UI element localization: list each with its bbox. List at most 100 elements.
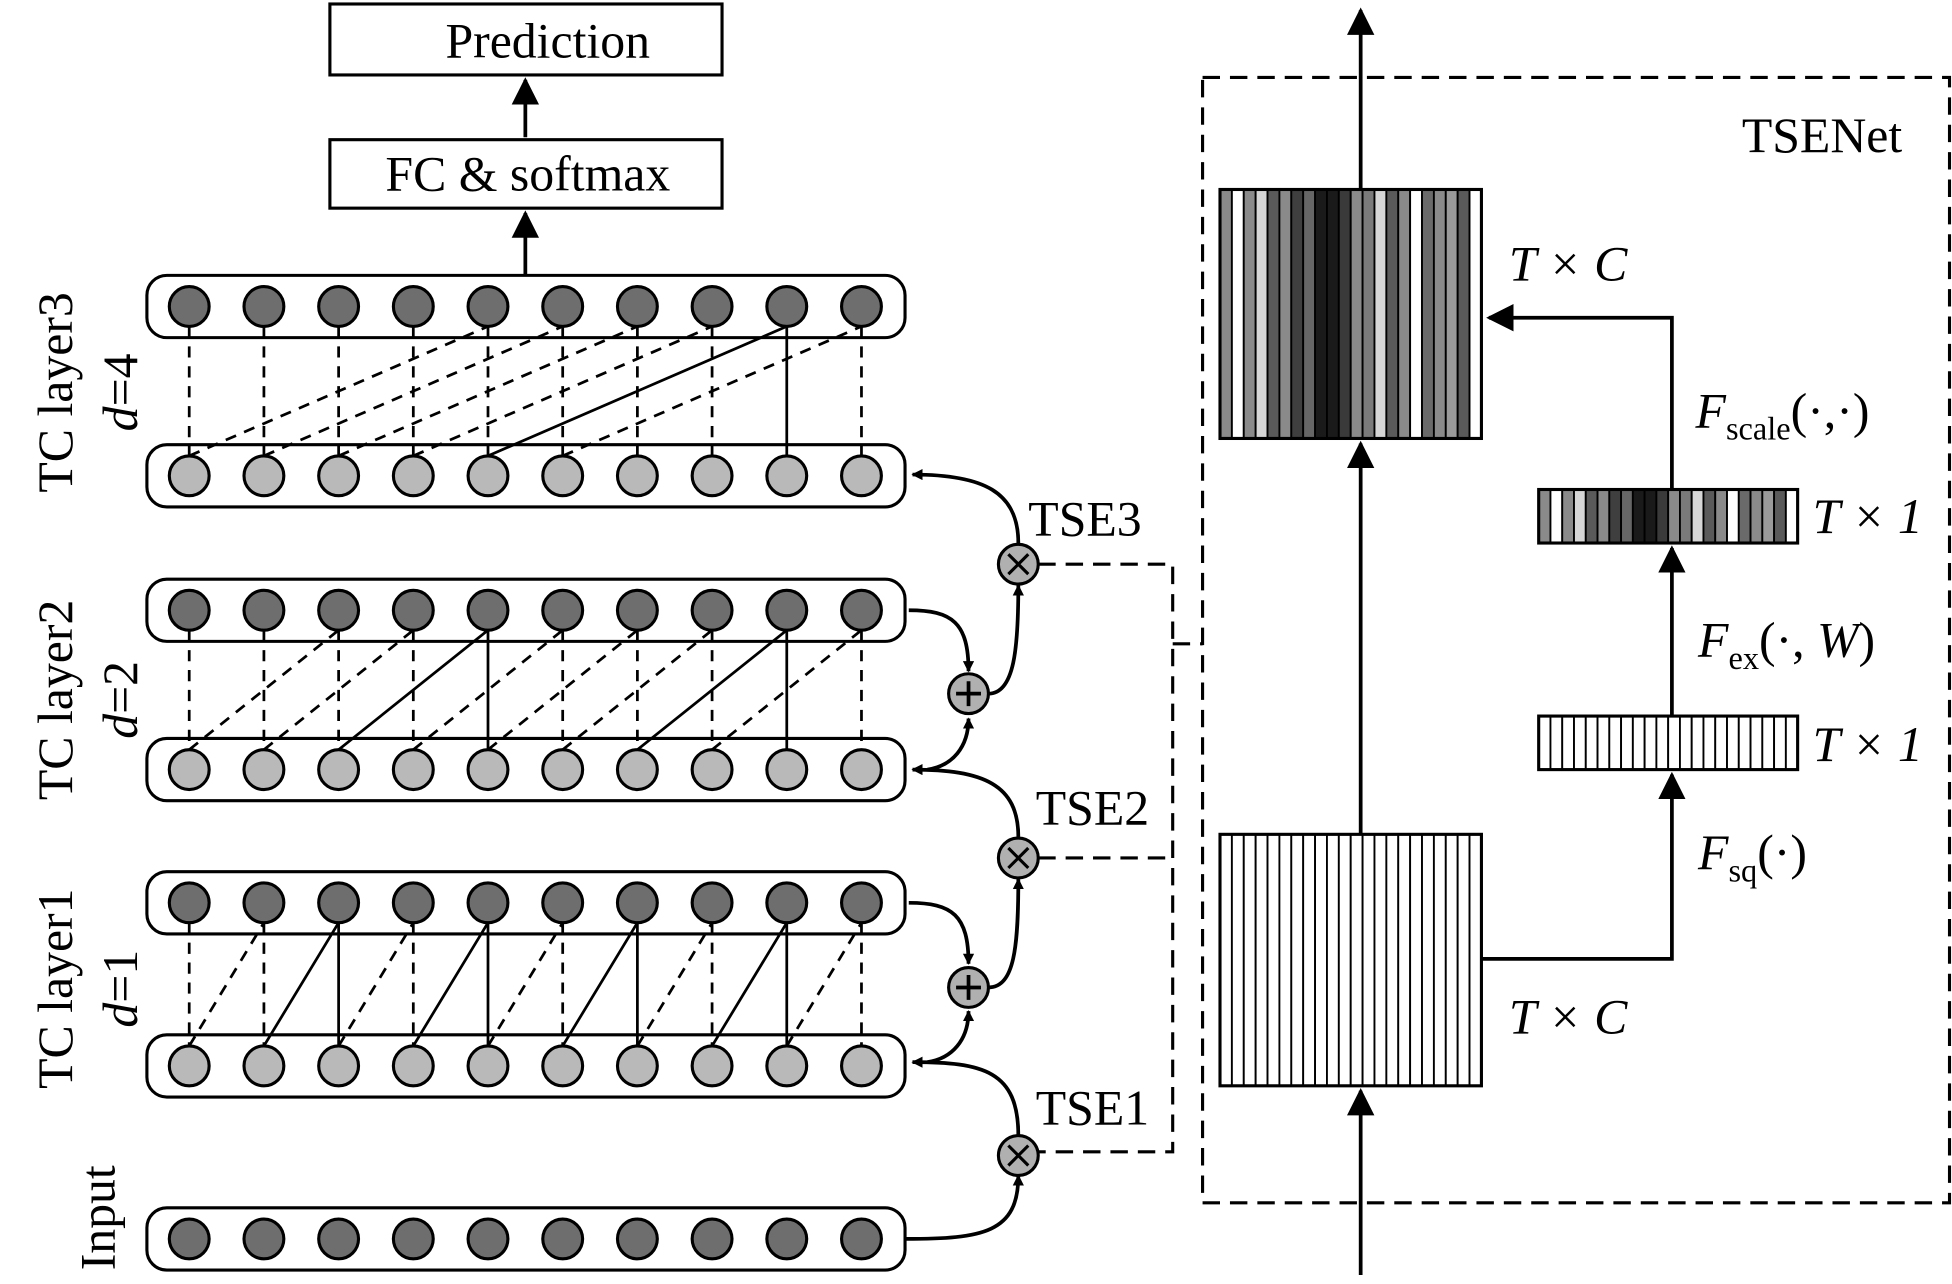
multiply-icon xyxy=(996,1134,1040,1177)
node xyxy=(242,881,286,925)
node xyxy=(317,881,361,925)
multiply-icon xyxy=(996,836,1040,880)
stripe xyxy=(1397,188,1412,440)
stripe xyxy=(1608,488,1623,544)
node xyxy=(167,1044,211,1088)
tse2-to-layer2-arrow xyxy=(911,764,1021,837)
stripe xyxy=(1421,188,1435,440)
stripe xyxy=(1726,715,1740,771)
stripe xyxy=(1385,188,1400,440)
node xyxy=(690,454,734,498)
node xyxy=(317,285,361,328)
node xyxy=(466,748,510,792)
tc-layer1-dilation: d=1 xyxy=(93,950,148,1028)
tse1-label: TSE1 xyxy=(1036,1080,1149,1135)
node xyxy=(242,285,286,328)
node xyxy=(391,1044,435,1088)
node xyxy=(839,285,883,328)
dilated-connections xyxy=(187,325,863,1047)
node xyxy=(466,881,510,925)
stripe xyxy=(1337,833,1352,1087)
add2-to-tse3-arrow xyxy=(988,584,1024,696)
stripe xyxy=(1726,488,1740,544)
output-dims-label: T × C xyxy=(1509,236,1628,291)
multiply-icon xyxy=(996,542,1040,586)
tse-operations xyxy=(905,468,1024,1241)
layer1-output-row xyxy=(145,870,907,936)
stripe xyxy=(1784,488,1799,544)
tc-layer3-label: TC layer3 xyxy=(28,292,83,492)
tc-layer2-dilation: d=2 xyxy=(93,661,148,739)
node xyxy=(167,748,211,792)
node xyxy=(391,454,435,498)
node xyxy=(690,588,734,632)
node xyxy=(541,1217,585,1261)
stripe xyxy=(1690,488,1705,544)
layer3-connections xyxy=(187,325,863,458)
stripe xyxy=(1773,488,1787,544)
stripe xyxy=(1349,188,1364,440)
stripe xyxy=(1290,188,1305,440)
stripe xyxy=(1468,833,1483,1087)
node xyxy=(541,881,585,925)
node xyxy=(242,748,286,792)
layer2-connections xyxy=(187,629,863,751)
residual2-arrow xyxy=(927,717,975,772)
node xyxy=(765,748,809,792)
node xyxy=(242,588,286,632)
stripe xyxy=(1314,833,1328,1087)
stripe xyxy=(1784,715,1799,771)
scale-path xyxy=(1486,304,1674,490)
input-row xyxy=(145,1206,907,1272)
add1-to-tse2-arrow xyxy=(988,878,1024,990)
node xyxy=(317,1217,361,1261)
node xyxy=(317,588,361,632)
tse3-label: TSE3 xyxy=(1028,492,1141,547)
layer2-to-add2-arrow xyxy=(908,608,975,673)
node xyxy=(541,285,585,328)
stripe xyxy=(1678,715,1693,771)
node xyxy=(541,454,585,498)
stripe xyxy=(1314,188,1328,440)
node xyxy=(690,1217,734,1261)
stripe xyxy=(1254,188,1269,440)
excited-vector xyxy=(1537,488,1799,544)
stripe xyxy=(1444,188,1459,440)
fc-softmax-box xyxy=(328,138,724,210)
node xyxy=(317,748,361,792)
stripe xyxy=(1242,833,1257,1087)
stripe xyxy=(1749,715,1764,771)
stripe xyxy=(1444,833,1459,1087)
node xyxy=(167,881,211,925)
stripe xyxy=(1266,188,1281,440)
stripe xyxy=(1761,488,1776,544)
stripe xyxy=(1537,715,1552,771)
stripe xyxy=(1631,488,1646,544)
layer1-connections xyxy=(187,922,863,1047)
squeezed-vector xyxy=(1537,715,1799,771)
fc-softmax-label: FC & softmax xyxy=(385,147,670,202)
stripe xyxy=(1737,488,1752,544)
stripe xyxy=(1373,833,1388,1087)
stripe xyxy=(1702,488,1717,544)
stripe xyxy=(1596,488,1611,544)
tc-layer1-label: TC layer1 xyxy=(28,888,83,1088)
stripe xyxy=(1678,488,1693,544)
stripe xyxy=(1290,833,1305,1087)
stripe xyxy=(1254,833,1269,1087)
stripe xyxy=(1266,833,1281,1087)
stripe xyxy=(1326,188,1340,440)
node xyxy=(765,1044,809,1088)
input-dims-label: T × C xyxy=(1509,990,1628,1045)
input-label: Input xyxy=(71,1165,126,1270)
tse1-to-layer1-arrow xyxy=(911,1056,1021,1136)
stripe xyxy=(1468,188,1483,440)
stripe xyxy=(1242,188,1257,440)
stripe xyxy=(1631,715,1646,771)
node xyxy=(466,1217,510,1261)
stripe xyxy=(1409,833,1423,1087)
node xyxy=(242,454,286,498)
stripe xyxy=(1749,488,1764,544)
tse-links xyxy=(1038,562,1203,1154)
stripe xyxy=(1737,715,1752,771)
